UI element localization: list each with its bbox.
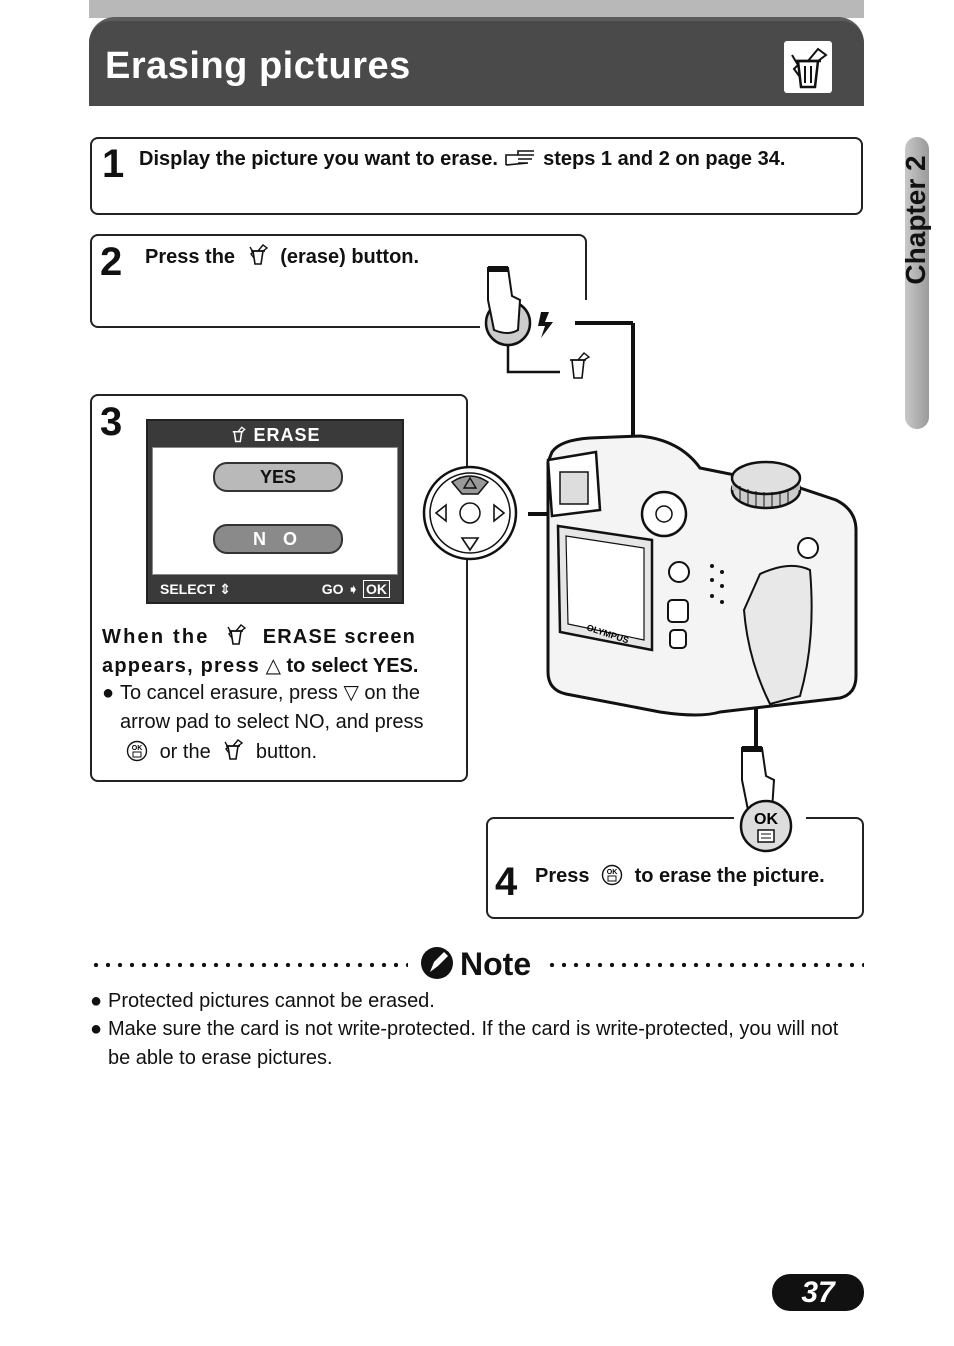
down-arrow-icon: ▽ [343, 682, 359, 704]
note-item: ● Protected pictures cannot be erased. [90, 990, 435, 1012]
step-2-text: Press the (erase) button. [145, 242, 565, 272]
note-item: ● Make sure the card is not write-protec… [90, 1018, 839, 1069]
svg-text:OK: OK [132, 745, 143, 752]
step-1-box [90, 137, 863, 215]
erase-icon [570, 352, 591, 379]
note-icon [421, 947, 453, 979]
bullet: ● [102, 682, 115, 704]
ok-button-icon: OK [126, 740, 148, 762]
no-option: N O [213, 524, 343, 554]
step-3-subnote: ● To cancel erasure, press ▽ on the arro… [102, 679, 456, 767]
step-1-number: 1 [102, 142, 125, 186]
erase-icon [233, 426, 247, 443]
ok-button-label: OK [754, 811, 778, 828]
page-number: 37 [772, 1274, 864, 1311]
ok-button-icon: OK [601, 864, 623, 886]
page-title: Erasing pictures [105, 45, 411, 87]
step-1-text: Display the picture you want to erase. s… [139, 148, 786, 170]
step-4-text: Press OK to erase the picture. [535, 864, 825, 887]
erase-icon [224, 739, 244, 760]
yes-option: YES [213, 462, 343, 492]
step-4-number: 4 [495, 860, 518, 904]
camera-illustration: OLYMPUS OK [422, 266, 858, 853]
erase-icon [249, 244, 268, 265]
up-arrow-icon: △ [265, 655, 281, 677]
reference-pointer-icon [504, 150, 534, 166]
erase-screen-footer: SELECT ⇕ GO ➧ OK [152, 579, 398, 599]
erase-screen-title: ERASE [148, 425, 402, 446]
step-3-text: When the ERASE screen appears, press △ t… [102, 622, 456, 681]
erase-icon [784, 41, 832, 93]
note-heading: Note [90, 944, 864, 984]
step-2-number: 2 [100, 240, 123, 284]
chapter-tab [905, 137, 929, 429]
step-3-number: 3 [100, 400, 123, 444]
step-4-box [486, 817, 864, 919]
erase-icon [227, 624, 247, 645]
svg-text:OK: OK [607, 869, 618, 876]
page-header: Erasing pictures [89, 17, 864, 106]
note-label: Note [460, 946, 532, 982]
erase-screen-illustration: ERASE YES N O SELECT ⇕ GO ➧ OK [146, 419, 404, 604]
header-top-strip [89, 0, 864, 18]
